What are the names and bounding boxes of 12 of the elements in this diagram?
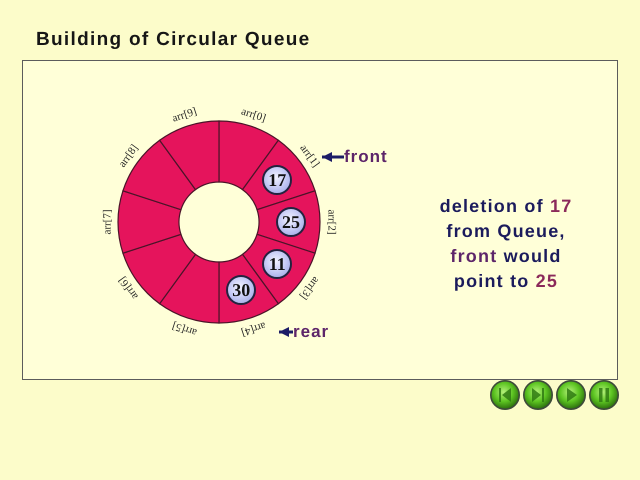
pointer-arrow	[279, 327, 293, 337]
index-label: arr[5]	[170, 318, 198, 338]
pointer-label: rear	[293, 322, 330, 342]
title: Building of Circular Queue	[36, 29, 310, 51]
pointer-arrow	[322, 152, 344, 162]
pointer-label: front	[344, 147, 388, 167]
index-label: arr[4]	[240, 318, 268, 338]
index-label: arr[7]	[101, 209, 114, 235]
index-label: arr[2]	[325, 209, 338, 235]
explanation-text: deletion of 17 from Queue, front would point to 25	[438, 195, 574, 293]
index-label: arr[9]	[170, 106, 198, 126]
index-label: arr[0]	[240, 106, 268, 126]
